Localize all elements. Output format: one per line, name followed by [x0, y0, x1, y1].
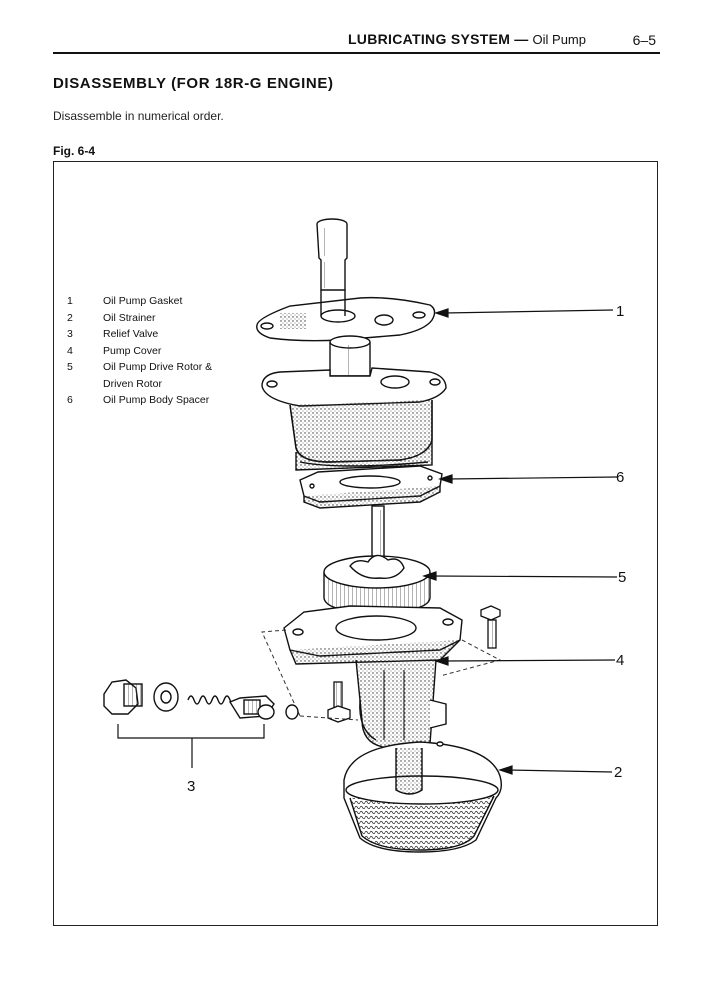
header-title: LUBRICATING SYSTEM—Oil Pump: [348, 31, 586, 47]
drive-and-driven-rotor: [323, 554, 431, 613]
legend-number: 3: [67, 328, 73, 340]
legend-item: 6 Oil Pump Body Spacer: [67, 392, 233, 409]
pump-body-housing: [261, 367, 447, 471]
callout-3: 3: [187, 778, 195, 795]
legend-number: 4: [67, 344, 73, 357]
legend-item: 3 Relief Valve: [67, 326, 233, 343]
legend-label: Oil Strainer: [103, 311, 156, 324]
page-header: LUBRICATING SYSTEM—Oil Pump 6–5: [53, 30, 660, 52]
cover-bolt-right: [480, 605, 501, 649]
legend-label: Oil Pump Gasket: [103, 295, 183, 307]
callout-5: 5: [618, 569, 626, 586]
legend-item: 2 Oil Strainer: [67, 310, 233, 327]
instruction-text: Disassemble in numerical order.: [53, 109, 224, 123]
callout-leaders: [422, 308, 618, 775]
drive-shaft-upper: [316, 218, 348, 291]
callout-6: 6: [616, 469, 624, 486]
oil-pump-body-spacer: [299, 465, 443, 509]
figure-label: Fig. 6-4: [53, 144, 96, 158]
page-number: 6–5: [632, 32, 656, 48]
legend-label: Relief Valve: [103, 328, 159, 340]
legend-number: 6: [67, 394, 73, 406]
legend-item: 5 Oil Pump Drive Rotor & Driven Rotor: [67, 359, 233, 392]
relief-valve-assembly: [103, 679, 299, 720]
legend-number: 5: [67, 361, 73, 373]
legend-label: Oil Pump Drive Rotor & Driven Rotor: [103, 361, 213, 390]
oil-strainer: [343, 741, 503, 853]
legend-number: 1: [67, 295, 73, 307]
header-section: LUBRICATING SYSTEM: [347, 31, 511, 47]
legend-label: Pump Cover: [103, 344, 162, 357]
callout-4: 4: [616, 652, 624, 669]
parts-legend: 1 Oil Pump Gasket 2 Oil Strainer 3 Relie…: [67, 293, 233, 409]
legend-item: 4 Pump Cover: [67, 343, 233, 360]
legend-number: 2: [67, 311, 73, 324]
pump-cover: [283, 605, 463, 749]
header-rule: [53, 52, 660, 54]
alignment-guides: [261, 629, 502, 721]
callout-1: 1: [616, 303, 624, 320]
section-title: DISASSEMBLY (FOR 18R-G ENGINE): [53, 75, 334, 92]
oil-pump-gasket: [256, 290, 436, 342]
cover-bolt-left: [327, 681, 351, 723]
figure-frame: [53, 161, 658, 926]
header-subsection: Oil Pump: [532, 32, 586, 47]
header-dash: —: [514, 31, 529, 47]
legend-label: Oil Pump Body Spacer: [103, 394, 210, 406]
callout-2: 2: [614, 764, 622, 781]
drive-shaft-middle: [329, 335, 371, 377]
legend-item: 1 Oil Pump Gasket: [67, 293, 233, 310]
relief-valve-bracket: [117, 724, 265, 768]
